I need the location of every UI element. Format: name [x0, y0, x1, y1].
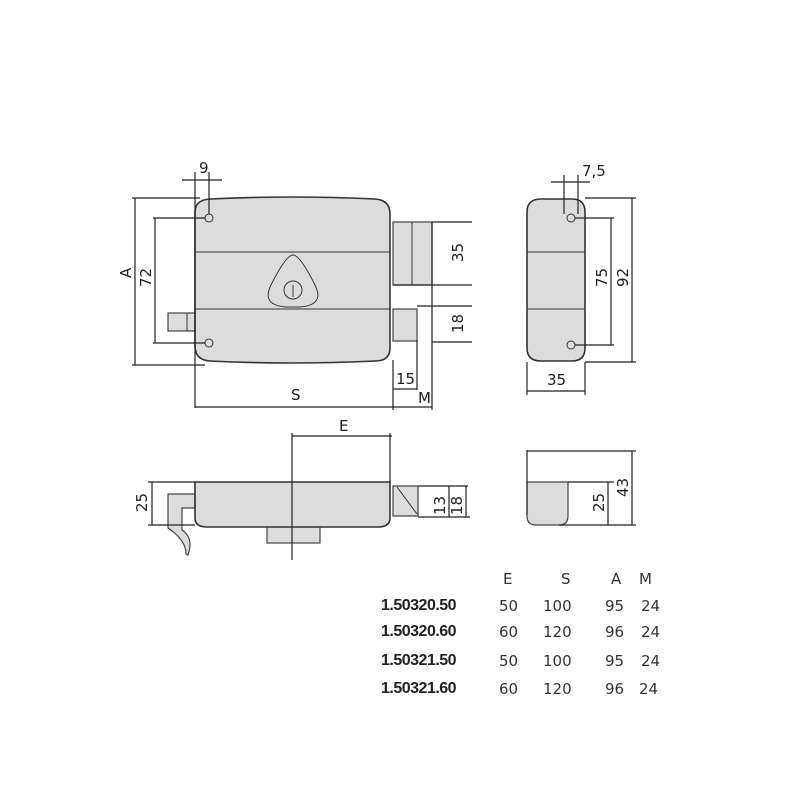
- dim-label-13: 13: [431, 496, 449, 515]
- dim-label-a: A: [117, 267, 135, 278]
- dim-label-m: M: [418, 389, 431, 407]
- row-a: 96: [605, 623, 625, 641]
- row-s: 100: [543, 597, 572, 615]
- row-m: 24: [641, 623, 661, 641]
- lock-body: [194, 196, 391, 364]
- dim-label-35-side: 35: [547, 371, 566, 389]
- row-a: 95: [605, 597, 625, 615]
- cylinder-projection: [266, 525, 321, 544]
- end-view: 25 43: [526, 450, 636, 526]
- dim-label-7-5: 7,5: [582, 162, 606, 180]
- row-code: 1.50321.60: [381, 680, 457, 697]
- front-view: 9 A 72 35 18 15 S M: [117, 159, 472, 410]
- dim-label-25: 25: [133, 493, 151, 512]
- dim-label-9: 9: [199, 159, 209, 177]
- dim-label-e: E: [339, 417, 348, 435]
- row-code: 1.50320.60: [381, 623, 457, 640]
- row-m: 24: [641, 597, 661, 615]
- row-e: 50: [499, 597, 519, 615]
- row-m: 24: [641, 652, 661, 670]
- dim-label-18-bottom: 18: [448, 496, 466, 515]
- dim-label-35: 35: [449, 243, 467, 262]
- cylinder-icon: [283, 280, 303, 300]
- dim-label-75: 75: [593, 268, 611, 287]
- dim-label-s: S: [291, 386, 301, 404]
- latch-bolt: [392, 485, 419, 517]
- dim-label-92: 92: [614, 268, 632, 287]
- row-s: 100: [543, 652, 572, 670]
- dim-label-43: 43: [614, 478, 632, 497]
- row-e: 60: [499, 680, 519, 698]
- header-e: E: [503, 570, 513, 588]
- header-a: A: [611, 570, 622, 588]
- row-a: 96: [605, 680, 625, 698]
- row-m: 24: [639, 680, 659, 698]
- header-m: M: [639, 570, 652, 588]
- row-code: 1.50321.50: [381, 652, 457, 669]
- lower-bolt: [392, 308, 418, 342]
- keyhole-escutcheon: [267, 254, 319, 308]
- dim-label-15: 15: [396, 370, 415, 388]
- row-s: 120: [543, 623, 572, 641]
- row-code: 1.50320.50: [381, 597, 457, 614]
- left-bolt: [167, 312, 196, 332]
- bottom-view: E 25 13 18: [133, 417, 470, 560]
- dim-label-25-end: 25: [590, 493, 608, 512]
- row-s: 120: [543, 680, 572, 698]
- row-e: 60: [499, 623, 519, 641]
- header-s: S: [561, 570, 571, 588]
- row-e: 50: [499, 652, 519, 670]
- dim-label-18: 18: [449, 314, 467, 333]
- dim-label-72: 72: [137, 268, 155, 287]
- row-a: 95: [605, 652, 625, 670]
- side-view: 7,5 75 92 35: [526, 162, 636, 395]
